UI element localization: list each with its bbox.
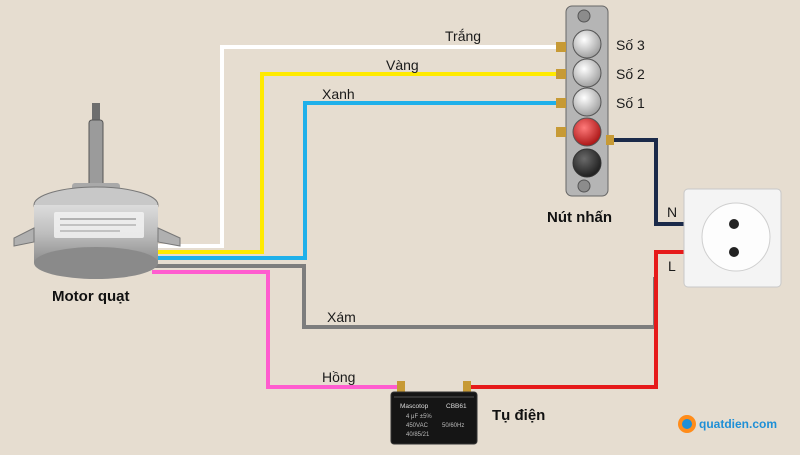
wire-blue xyxy=(152,101,562,260)
capacitor-frequency: 50/60Hz xyxy=(442,423,464,429)
wire-label-blue: Xanh xyxy=(322,86,355,102)
wire-white xyxy=(152,45,562,248)
motor-label: Motor quạt xyxy=(52,288,129,305)
wire-label-yellow: Vàng xyxy=(386,57,419,73)
speed-label-1: Số 1 xyxy=(616,95,645,111)
wire-label-pink: Hồng xyxy=(322,369,355,385)
wire-label-gray: Xám xyxy=(327,309,356,325)
capacitor-class: 40/85/21 xyxy=(406,432,430,438)
outlet-terminal-n: N xyxy=(667,204,677,220)
wires xyxy=(152,45,734,389)
capacitor-voltage: 450VAC xyxy=(406,423,429,429)
quatdien-logo: quatdien.com xyxy=(678,415,777,433)
logo-text: quatdien.com xyxy=(699,417,777,431)
button-speed-2 xyxy=(572,58,602,88)
capacitor-label: Tụ điện xyxy=(492,407,545,424)
capacitor-rating: 4 μF ±5% xyxy=(406,414,432,420)
outlet-hole-neutral xyxy=(729,219,739,229)
switch-label: Nút nhấn xyxy=(547,209,612,226)
wire-label-white: Trắng xyxy=(445,28,481,44)
outlet-hole-live xyxy=(729,247,739,257)
button-speed-1 xyxy=(572,87,602,117)
push-button-switch xyxy=(556,5,614,197)
speed-label-2: Số 2 xyxy=(616,66,645,82)
capacitor-brand: Mascotop xyxy=(400,403,429,410)
button-speed-3 xyxy=(572,29,602,59)
wire-pink xyxy=(152,270,398,389)
outlet-terminal-l: L xyxy=(668,258,676,274)
wire-yellow xyxy=(152,72,562,254)
power-outlet xyxy=(683,188,782,288)
capacitor: Mascotop CBB61 4 μF ±5% 450VAC 50/60Hz 4… xyxy=(390,381,478,445)
fan-motor xyxy=(13,103,181,279)
wire-gray xyxy=(152,264,657,329)
button-stop xyxy=(572,117,602,147)
speed-label-3: Số 3 xyxy=(616,37,645,53)
button-off xyxy=(572,148,602,178)
capacitor-model: CBB61 xyxy=(446,403,467,410)
